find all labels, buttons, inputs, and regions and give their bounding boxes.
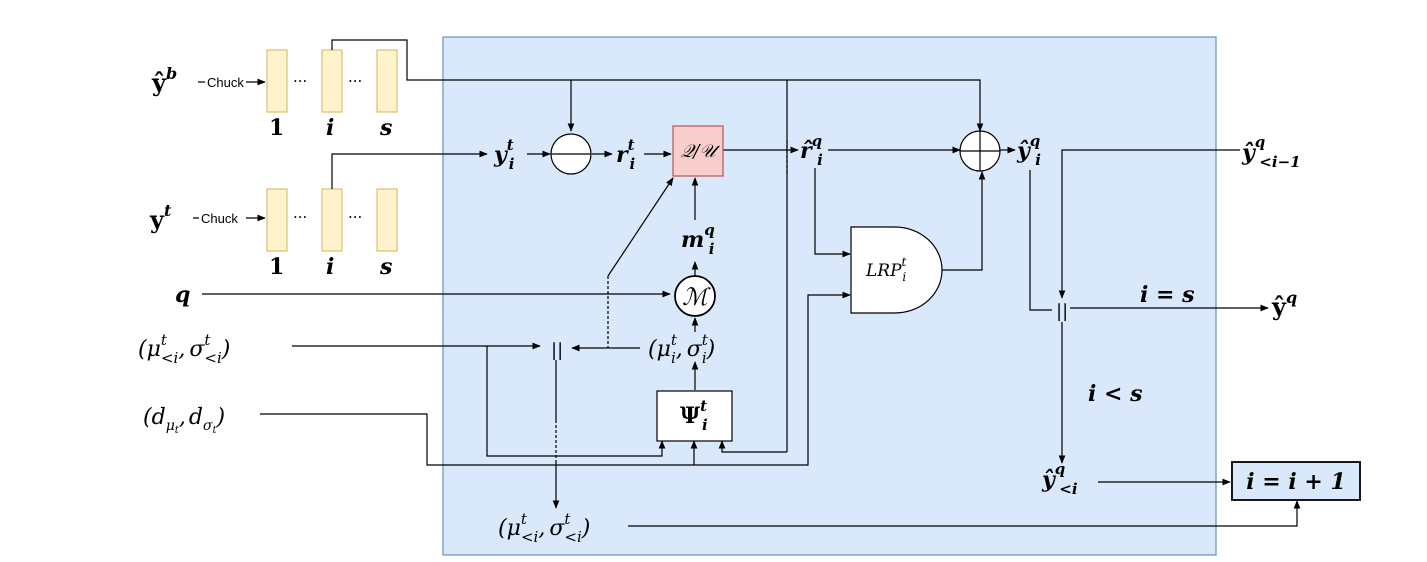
svg-text:yt: yt: [149, 201, 172, 234]
chunk-block-i: [321, 188, 343, 252]
svg-text:(μt<i,σt<i): (μt<i,σt<i): [138, 331, 230, 367]
svg-text:(μti,σti): (μti,σti): [648, 331, 715, 367]
mixer-node: [674, 275, 716, 317]
chunk-label: Chuck: [201, 211, 238, 226]
chunk-block-1: [266, 49, 288, 113]
chunk-index-i: i: [326, 254, 334, 280]
ellipsis: ···: [293, 72, 307, 90]
quantizer-block: [672, 125, 724, 177]
ellipsis: ···: [348, 208, 362, 226]
ellipsis: ···: [293, 208, 307, 226]
mixer-label: ℳ: [682, 283, 711, 311]
symbol-base: y: [149, 205, 165, 234]
input-y-b: ŷb: [151, 64, 177, 97]
svg-text:yti: yti: [493, 136, 515, 173]
chunk-index-s: s: [379, 254, 392, 280]
chunk-group-yt: ··· ··· 1 i s: [266, 188, 398, 280]
input-q: q: [175, 282, 190, 308]
condition-less: i < s: [1088, 381, 1143, 407]
svg-text:ŷq: ŷq: [1271, 288, 1297, 321]
lrp-gate: [850, 226, 943, 314]
chunk-index-1: 1: [269, 254, 284, 280]
svg-text:ŷqi: ŷqi: [1016, 132, 1041, 169]
chunk-block-1: [266, 188, 288, 252]
input-d-mu-sigma: (dμt,dσt): [143, 405, 225, 436]
increment-label: i = i + 1: [1246, 469, 1346, 495]
process-panel: [442, 36, 1217, 556]
svg-text:Ψti: Ψti: [680, 397, 708, 434]
input-mu-sigma-prev: (μt<i,σt<i): [138, 331, 230, 367]
symbol-sup: b: [166, 64, 177, 83]
chunk-index-1: 1: [269, 115, 284, 141]
quantizer-label: 𝒬/𝒰: [680, 141, 720, 162]
svg-text:ŷq<i−1: ŷq<i−1: [1241, 133, 1301, 171]
chunk-block-i: [321, 49, 343, 113]
node-y-hat-prev: ŷq<i−1: [1241, 133, 1301, 171]
svg-text:(μt<i,σt<i): (μt<i,σt<i): [498, 510, 590, 546]
concat-symbol-right: ||: [1056, 301, 1068, 322]
svg-text:mqi: mqi: [681, 221, 715, 258]
condition-equal: i = s: [1140, 282, 1195, 308]
chunk-index-i: i: [326, 115, 334, 141]
svg-text:rti: rti: [616, 136, 636, 173]
node-y-hat-final: ŷq: [1271, 288, 1297, 321]
svg-text:r̂qi: r̂qi: [800, 132, 823, 169]
svg-text:(dμt,dσt): (dμt,dσt): [143, 405, 225, 436]
psi-block: [656, 390, 733, 442]
node-mu-sigma-out: (μt<i,σt<i): [498, 510, 590, 546]
symbol-sup: t: [164, 201, 172, 220]
increment-box: [1231, 461, 1361, 501]
chunk-group-yb: ··· ··· 1 i s: [266, 49, 398, 141]
chunk-block-s: [376, 49, 398, 113]
svg-text:ŷb: ŷb: [151, 64, 177, 97]
ellipsis: ···: [348, 72, 362, 90]
input-y-t: yt: [149, 201, 172, 234]
chunk-block-s: [376, 188, 398, 252]
symbol-base: ŷ: [151, 68, 167, 97]
chunk-label: Chuck: [207, 75, 244, 90]
svg-text:ŷq<i: ŷq<i: [1041, 460, 1078, 498]
concat-symbol: ||: [551, 340, 563, 361]
chunk-index-s: s: [379, 115, 392, 141]
node-y-hat-lt-i: ŷq<i: [1041, 460, 1078, 498]
